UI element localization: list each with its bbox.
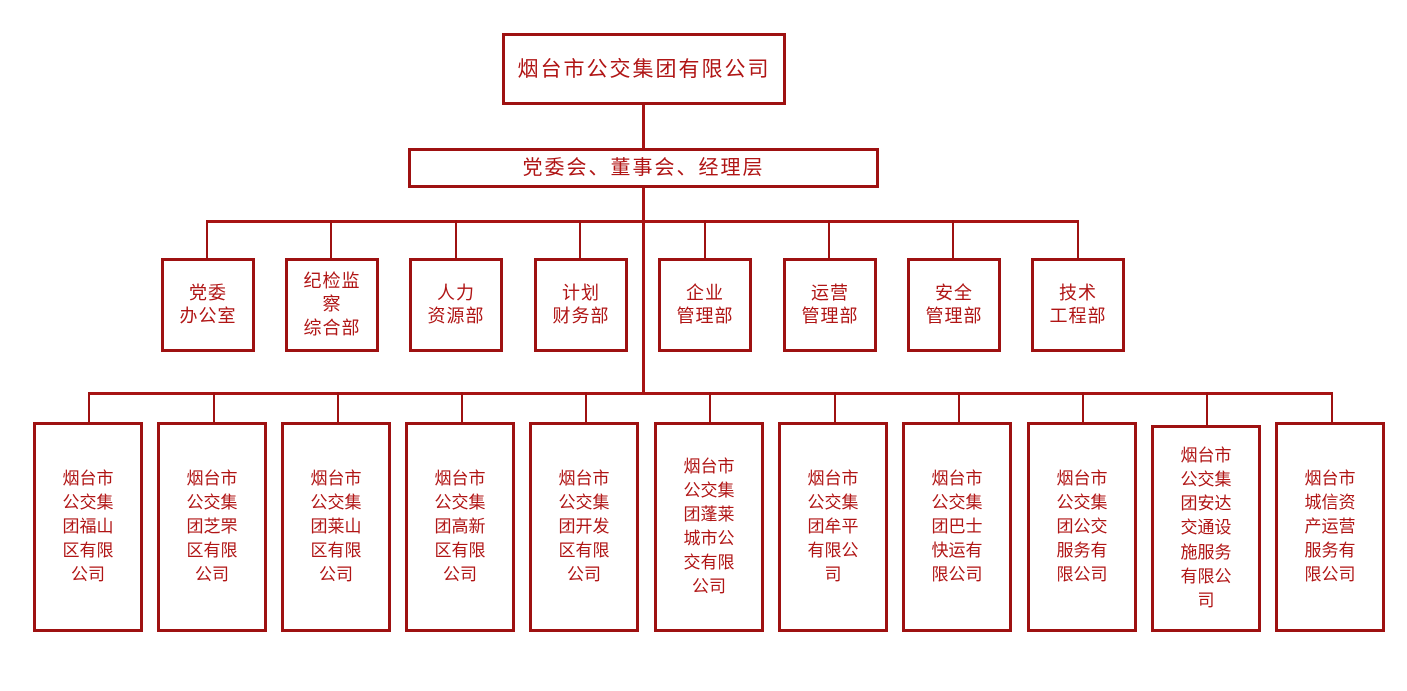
connector-dept-leg-7 [952, 220, 954, 258]
node-subsidiary-2[interactable]: 烟台市 公交集 团芝罘 区有限 公司 [157, 422, 267, 632]
node-subsidiary-9[interactable]: 烟台市 公交集 团公交 服务有 限公司 [1027, 422, 1137, 632]
connector-dept-leg-1 [206, 220, 208, 258]
node-subsidiary-1[interactable]: 烟台市 公交集 团福山 区有限 公司 [33, 422, 143, 632]
connector-sub-leg-11 [1331, 392, 1333, 422]
connector-sub-leg-10 [1206, 392, 1208, 425]
node-subsidiary-4[interactable]: 烟台市 公交集 团高新 区有限 公司 [405, 422, 515, 632]
node-department-7[interactable]: 安全 管理部 [907, 258, 1001, 352]
connector-sub-leg-8 [958, 392, 960, 422]
connector-sub-leg-9 [1082, 392, 1084, 422]
node-root[interactable]: 烟台市公交集团有限公司 [502, 33, 786, 105]
connector-dept-leg-8 [1077, 220, 1079, 258]
connector-sub-leg-7 [834, 392, 836, 422]
node-department-6[interactable]: 运营 管理部 [783, 258, 877, 352]
node-subsidiary-7[interactable]: 烟台市 公交集 团牟平 有限公 司 [778, 422, 888, 632]
node-subsidiary-11[interactable]: 烟台市 城信资 产运营 服务有 限公司 [1275, 422, 1385, 632]
node-department-1[interactable]: 党委 办公室 [161, 258, 255, 352]
node-subsidiary-3[interactable]: 烟台市 公交集 团莱山 区有限 公司 [281, 422, 391, 632]
connector-sub-leg-2 [213, 392, 215, 422]
connector-dept-leg-5 [704, 220, 706, 258]
connector-sub-leg-6 [709, 392, 711, 422]
node-governance[interactable]: 党委会、董事会、经理层 [408, 148, 879, 188]
connector-dept-leg-2 [330, 220, 332, 258]
connector-dept-leg-3 [455, 220, 457, 258]
connector-root-to-governance [642, 105, 645, 150]
node-subsidiary-10[interactable]: 烟台市 公交集 团安达 交通设 施服务 有限公 司 [1151, 425, 1261, 632]
node-subsidiary-8[interactable]: 烟台市 公交集 团巴士 快运有 限公司 [902, 422, 1012, 632]
node-department-3[interactable]: 人力 资源部 [409, 258, 503, 352]
connector-dept-leg-4 [579, 220, 581, 258]
connector-sub-leg-4 [461, 392, 463, 422]
node-department-4[interactable]: 计划 财务部 [534, 258, 628, 352]
node-department-8[interactable]: 技术 工程部 [1031, 258, 1125, 352]
connector-governance-spine [642, 188, 645, 394]
connector-sub-leg-5 [585, 392, 587, 422]
connector-sub-leg-1 [88, 392, 90, 422]
node-department-5[interactable]: 企业 管理部 [658, 258, 752, 352]
node-department-2[interactable]: 纪检监 察 综合部 [285, 258, 379, 352]
connector-sub-leg-3 [337, 392, 339, 422]
node-subsidiary-5[interactable]: 烟台市 公交集 团开发 区有限 公司 [529, 422, 639, 632]
node-subsidiary-6[interactable]: 烟台市 公交集 团蓬莱 城市公 交有限 公司 [654, 422, 764, 632]
connector-dept-leg-6 [828, 220, 830, 258]
